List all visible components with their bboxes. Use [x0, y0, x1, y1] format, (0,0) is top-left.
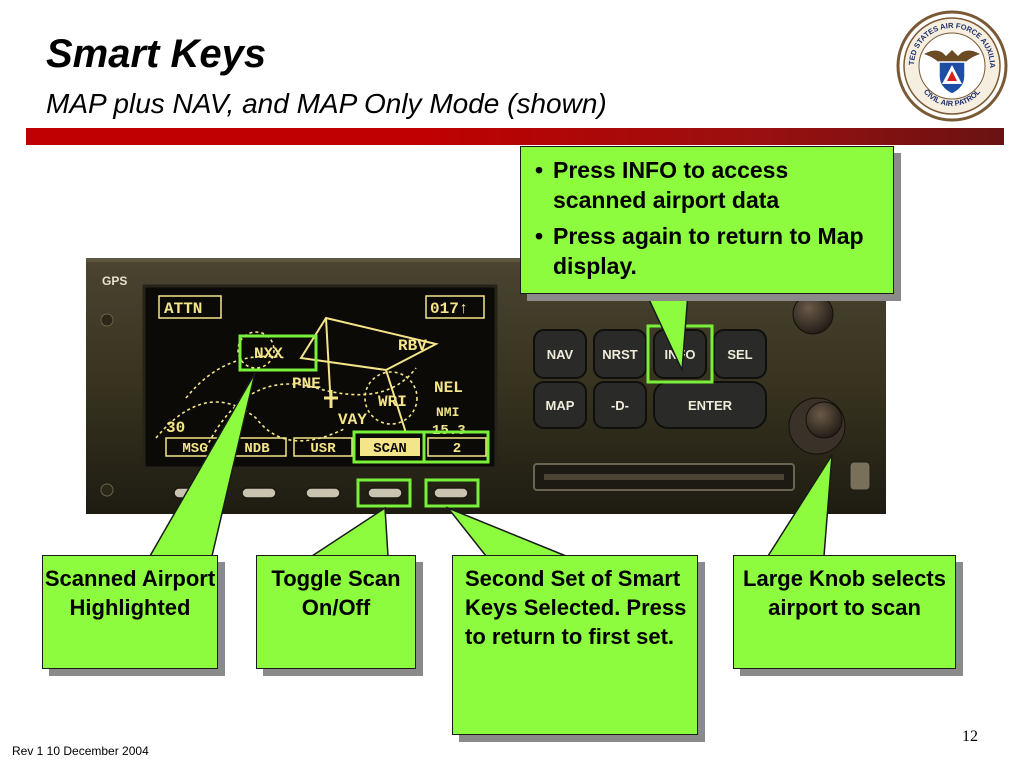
nrst-button-label: NRST [602, 347, 637, 362]
sel-button-label: SEL [727, 347, 752, 362]
softkey-3[interactable] [305, 487, 341, 499]
softkey-5-page[interactable] [433, 487, 469, 499]
sel-button[interactable] [713, 329, 767, 379]
aircraft-icon [324, 390, 338, 408]
softkey-4-scan[interactable] [367, 487, 403, 499]
power-knob[interactable] [792, 293, 834, 335]
softkey-label-2: 2 [453, 441, 461, 457]
nav-button[interactable] [533, 329, 587, 379]
cap-seal-logo: UNITED STATES AIR FORCE AUXILIARY CIVIL … [896, 10, 1008, 122]
nxx-highlight-box [238, 334, 318, 372]
airport-wri: WRI [378, 393, 407, 411]
airport-rbv: RBV [398, 337, 427, 355]
page-subtitle: MAP plus NAV, and MAP Only Mode (shown) [46, 88, 607, 119]
second-set-text: Second Set of Smart Keys Selected. Press… [465, 566, 687, 649]
map-button-label: MAP [546, 398, 575, 413]
screen-attn-frame [158, 295, 222, 319]
card-eject[interactable] [849, 461, 871, 491]
second-set-callout: Second Set of Smart Keys Selected. Press… [452, 555, 698, 735]
softkey-label-scan: SCAN [373, 441, 407, 457]
gps-unit-image: GPS ATTN 017↑ NXX RBV PNE NEL WRI VAY NM… [86, 258, 886, 514]
enter-button-label: ENTER [688, 398, 733, 413]
nav-button-label: NAV [547, 347, 574, 362]
title-rule [26, 128, 1004, 145]
toggle-scan-text: Toggle Scan On/Off [271, 566, 401, 620]
page-number: 12 [962, 728, 978, 745]
screen-course-frame [425, 295, 485, 319]
airport-vay: VAY [338, 411, 367, 429]
scanned-airport-text: Scanned Airport Highlighted [44, 566, 216, 620]
softkey-label-msg: MSG [182, 441, 207, 457]
softkey-2[interactable] [241, 487, 277, 499]
softkey-label-ndb: NDB [244, 441, 270, 457]
screen-scale: 30 [166, 419, 185, 437]
direct-to-button-label: -D- [611, 398, 629, 413]
footer-revision: Rev 1 10 December 2004 [12, 744, 149, 758]
airport-nxx: NXX [254, 345, 283, 363]
airport-nel: NEL [434, 379, 463, 397]
info-bullet-1: Press INFO to access scanned airport dat… [533, 155, 883, 215]
page-title: Smart Keys [46, 32, 267, 76]
scanned-airport-callout: Scanned Airport Highlighted [42, 555, 218, 669]
info-bullet-2: Press again to return to Map display. [533, 221, 883, 281]
direct-to-button[interactable] [593, 381, 647, 429]
large-knob-callout: Large Knob selects airport to scan [733, 555, 956, 669]
info-button-label: INFO [664, 347, 695, 362]
toggle-callout-pointer [309, 506, 389, 557]
small-knob[interactable] [805, 401, 843, 439]
toggle-scan-callout: Toggle Scan On/Off [256, 555, 416, 669]
large-knob-text: Large Knob selects airport to scan [743, 566, 946, 620]
softkey-label-usr: USR [310, 441, 336, 457]
page-key-highlight [424, 478, 480, 508]
second-set-callout-pointer [445, 506, 567, 557]
screen-course: 017↑ [430, 300, 468, 318]
airport-pne: PNE [292, 375, 321, 393]
info-callout: Press INFO to access scanned airport dat… [520, 146, 894, 294]
scan-key-highlight [356, 478, 412, 508]
screen-units: NMI [436, 405, 459, 420]
softkey-1[interactable] [173, 487, 209, 499]
screen-attn: ATTN [164, 300, 202, 318]
gps-brand-label: GPS [102, 274, 127, 288]
page2-highlight-box [422, 430, 490, 464]
map-button[interactable] [533, 381, 587, 429]
